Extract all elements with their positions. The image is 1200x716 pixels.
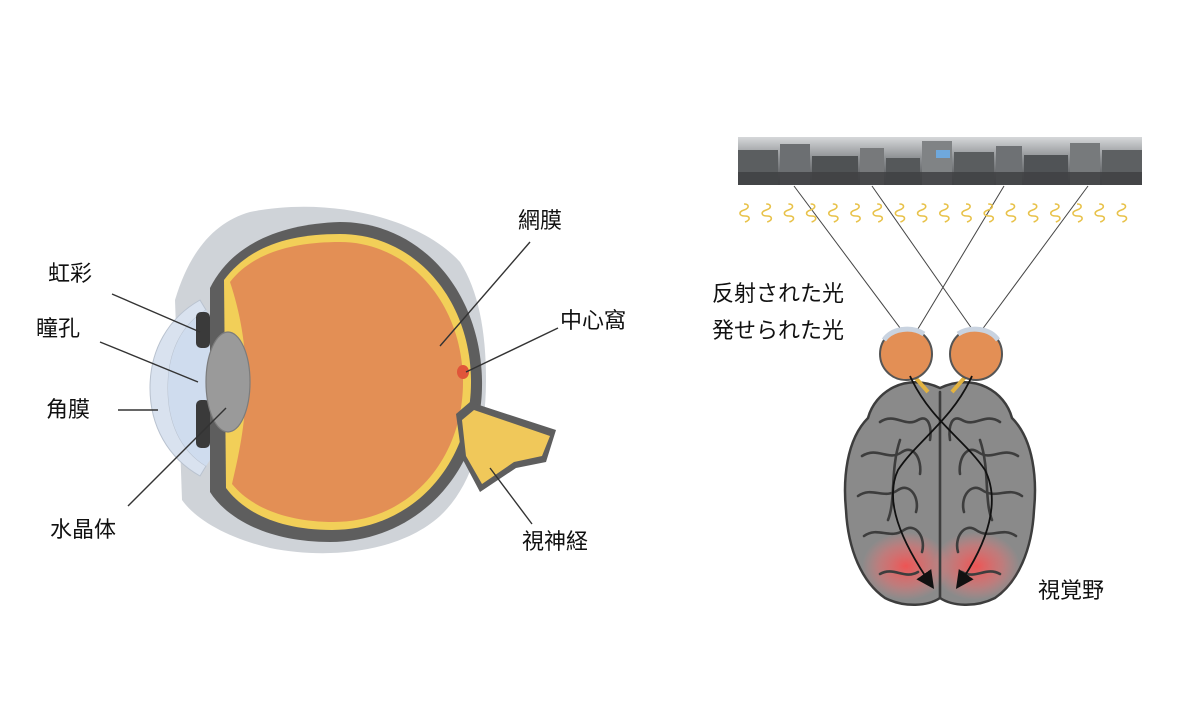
visual-pathway-arrow-left (909, 375, 993, 589)
light-wave-squiggle (850, 203, 861, 223)
iris-lower (196, 400, 210, 448)
light-wave-squiggle (739, 203, 750, 223)
iris-upper (196, 312, 210, 348)
label-cornea: 角膜 (46, 398, 90, 423)
light-wave-squiggle (1050, 203, 1061, 223)
vision-pathway: 反射された光 発せられた光 (712, 137, 1142, 606)
visual-pathway-arrow-right (892, 375, 973, 589)
visual-cortex-glow-right (932, 532, 1020, 600)
light-wave-squiggle (872, 203, 884, 223)
light-wave-squiggle (1072, 203, 1083, 223)
label-reflected-light: 反射された光 (712, 282, 844, 307)
label-emitted-light: 発せられた光 (712, 319, 844, 344)
light-wave-squiggle (1116, 203, 1128, 223)
optic-nerve-core (462, 410, 550, 484)
eye-cross-section: 虹彩 瞳孔 角膜 水晶体 網膜 中心窩 視神経 (36, 206, 626, 555)
leader-fovea (465, 327, 559, 373)
light-wave-squiggle (916, 203, 928, 223)
light-wave-squiggle (805, 203, 817, 223)
brain-sulci (856, 390, 1024, 600)
label-iris: 虹彩 (48, 262, 92, 287)
leader-optic-nerve (489, 467, 533, 525)
light-wave-squiggle (1005, 203, 1017, 223)
eyeball-right (949, 326, 1003, 381)
fovea-spot (457, 365, 469, 379)
light-ray-1 (793, 185, 919, 353)
label-pupil: 瞳孔 (36, 317, 80, 342)
leader-pupil (99, 341, 199, 383)
label-optic-nerve: 視神経 (522, 530, 588, 555)
light-wave-squiggle (783, 203, 795, 223)
brain (843, 381, 1037, 606)
label-retina: 網膜 (518, 209, 562, 234)
light-ray-4 (969, 185, 1089, 347)
light-wave-squiggle (961, 203, 972, 223)
light-wave-squiggle (1094, 203, 1106, 223)
light-wave-squiggle (894, 203, 906, 223)
light-ray-2 (871, 185, 985, 347)
leader-iris (111, 293, 201, 333)
label-fovea: 中心窩 (560, 309, 626, 334)
lens (205, 331, 251, 433)
label-visual-cortex: 視覚野 (1038, 579, 1104, 604)
leader-retina (439, 241, 531, 347)
eyeball-left (879, 326, 933, 381)
light-wave-squiggle (939, 203, 950, 223)
street-scene-image (738, 137, 1142, 185)
light-wave-squiggles (739, 203, 1128, 223)
vitreous-body (230, 242, 464, 522)
light-wave-squiggle (761, 203, 773, 223)
optic-connector-right (950, 374, 968, 394)
light-wave-squiggle (983, 203, 995, 223)
light-wave-squiggle (828, 203, 839, 223)
leader-lens (127, 407, 227, 507)
label-lens: 水晶体 (50, 518, 116, 543)
light-wave-squiggle (1027, 203, 1039, 223)
light-ray-3 (903, 185, 1005, 353)
